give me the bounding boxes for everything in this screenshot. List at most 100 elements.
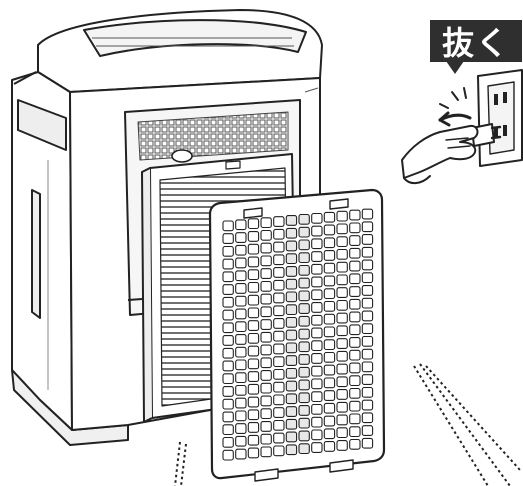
grille-cell bbox=[299, 393, 309, 403]
grille-cell bbox=[236, 245, 246, 255]
grille-cell bbox=[324, 403, 334, 413]
grille-cell bbox=[312, 443, 322, 453]
grille-cell bbox=[324, 238, 334, 248]
grille-cell bbox=[312, 214, 322, 224]
grille-cell bbox=[299, 316, 309, 326]
grille-cell bbox=[337, 339, 347, 349]
grille-cell bbox=[337, 402, 347, 412]
grille-cell bbox=[248, 384, 258, 394]
grille-cell bbox=[350, 223, 360, 233]
grille-cell bbox=[350, 376, 360, 386]
grille-cell bbox=[236, 436, 246, 446]
grille-cell bbox=[299, 278, 309, 288]
grille-cell bbox=[274, 357, 284, 367]
grille-cell bbox=[248, 321, 258, 331]
grille-cell bbox=[261, 383, 271, 393]
grille-cell bbox=[223, 412, 233, 422]
grille-cell bbox=[324, 327, 334, 337]
grille-cell bbox=[274, 268, 284, 278]
grille-cell bbox=[261, 332, 271, 342]
grille-cell bbox=[286, 343, 296, 353]
grille-cell bbox=[286, 419, 296, 429]
grille-cell bbox=[286, 432, 296, 442]
grille-cell bbox=[248, 232, 258, 242]
grille-cell bbox=[312, 405, 322, 415]
grille-cell bbox=[236, 258, 246, 268]
grille-cell bbox=[362, 222, 372, 232]
grille-cell bbox=[337, 441, 347, 451]
grille-cell bbox=[362, 273, 372, 283]
grille-cell bbox=[312, 328, 322, 338]
grille-cell bbox=[248, 410, 258, 420]
grille-cell bbox=[286, 254, 296, 264]
grille-cell bbox=[261, 447, 271, 457]
grille-cell bbox=[223, 247, 233, 257]
grille-cell bbox=[312, 354, 322, 364]
grille-cell bbox=[350, 363, 360, 373]
grille-cell bbox=[248, 308, 258, 318]
grille-cell bbox=[350, 236, 360, 246]
grille-cell bbox=[223, 399, 233, 409]
grille-cell bbox=[261, 345, 271, 355]
grille-cell bbox=[324, 442, 334, 452]
grille-cell bbox=[248, 423, 258, 433]
grille-cell bbox=[350, 401, 360, 411]
grille-cell bbox=[286, 241, 296, 251]
grille-cell bbox=[248, 448, 258, 458]
grille-cell bbox=[299, 355, 309, 365]
grille-cell bbox=[312, 290, 322, 300]
grille-cell bbox=[362, 362, 372, 372]
grille-cell bbox=[286, 228, 296, 238]
grille-cell bbox=[261, 294, 271, 304]
grille-cell bbox=[312, 366, 322, 376]
grille-cell bbox=[223, 297, 233, 307]
grille-cell bbox=[261, 422, 271, 432]
grille-cell bbox=[286, 318, 296, 328]
motion-arrow-icon bbox=[440, 88, 470, 125]
grille-cell bbox=[350, 287, 360, 297]
grille-cell bbox=[299, 291, 309, 301]
grille-cell bbox=[274, 293, 284, 303]
grille-cell bbox=[274, 280, 284, 290]
grille-cell bbox=[248, 219, 258, 229]
grille-cell bbox=[274, 408, 284, 418]
grille-cell bbox=[312, 252, 322, 262]
grille-cell bbox=[350, 210, 360, 220]
grille-cell bbox=[286, 369, 296, 379]
callout-pointer bbox=[446, 61, 464, 74]
grille-cell bbox=[299, 418, 309, 428]
grille-cell bbox=[286, 407, 296, 417]
grille-cell bbox=[261, 409, 271, 419]
grille-cell bbox=[274, 217, 284, 227]
grille-cell bbox=[350, 299, 360, 309]
grille-cell bbox=[223, 221, 233, 231]
grille-cell bbox=[236, 271, 246, 281]
grille-cell bbox=[312, 430, 322, 440]
grille-cell bbox=[286, 356, 296, 366]
wall-outlet-icon bbox=[478, 70, 522, 166]
grille-cell bbox=[274, 242, 284, 252]
grille-cell bbox=[223, 323, 233, 333]
grille-cell bbox=[261, 231, 271, 241]
grille-cell bbox=[248, 257, 258, 267]
grille-cell bbox=[299, 431, 309, 441]
grille-cell bbox=[286, 381, 296, 391]
grille-cell bbox=[312, 417, 322, 427]
grille-cell bbox=[324, 225, 334, 235]
prefilter-grille-icon bbox=[210, 190, 384, 481]
grille-cell bbox=[223, 361, 233, 371]
grille-cell bbox=[248, 397, 258, 407]
grille-cell bbox=[274, 421, 284, 431]
grille-cell bbox=[312, 264, 322, 274]
grille-cell bbox=[337, 275, 347, 285]
grille-cell bbox=[261, 358, 271, 368]
grille-cell bbox=[324, 378, 334, 388]
grille-cell bbox=[312, 303, 322, 313]
grille-cell bbox=[274, 331, 284, 341]
grille-cell bbox=[274, 395, 284, 405]
grille-cell bbox=[337, 415, 347, 425]
grille-cell bbox=[350, 440, 360, 450]
grille-cell bbox=[236, 322, 246, 332]
grille-cell bbox=[324, 276, 334, 286]
grille-cell bbox=[236, 335, 246, 345]
